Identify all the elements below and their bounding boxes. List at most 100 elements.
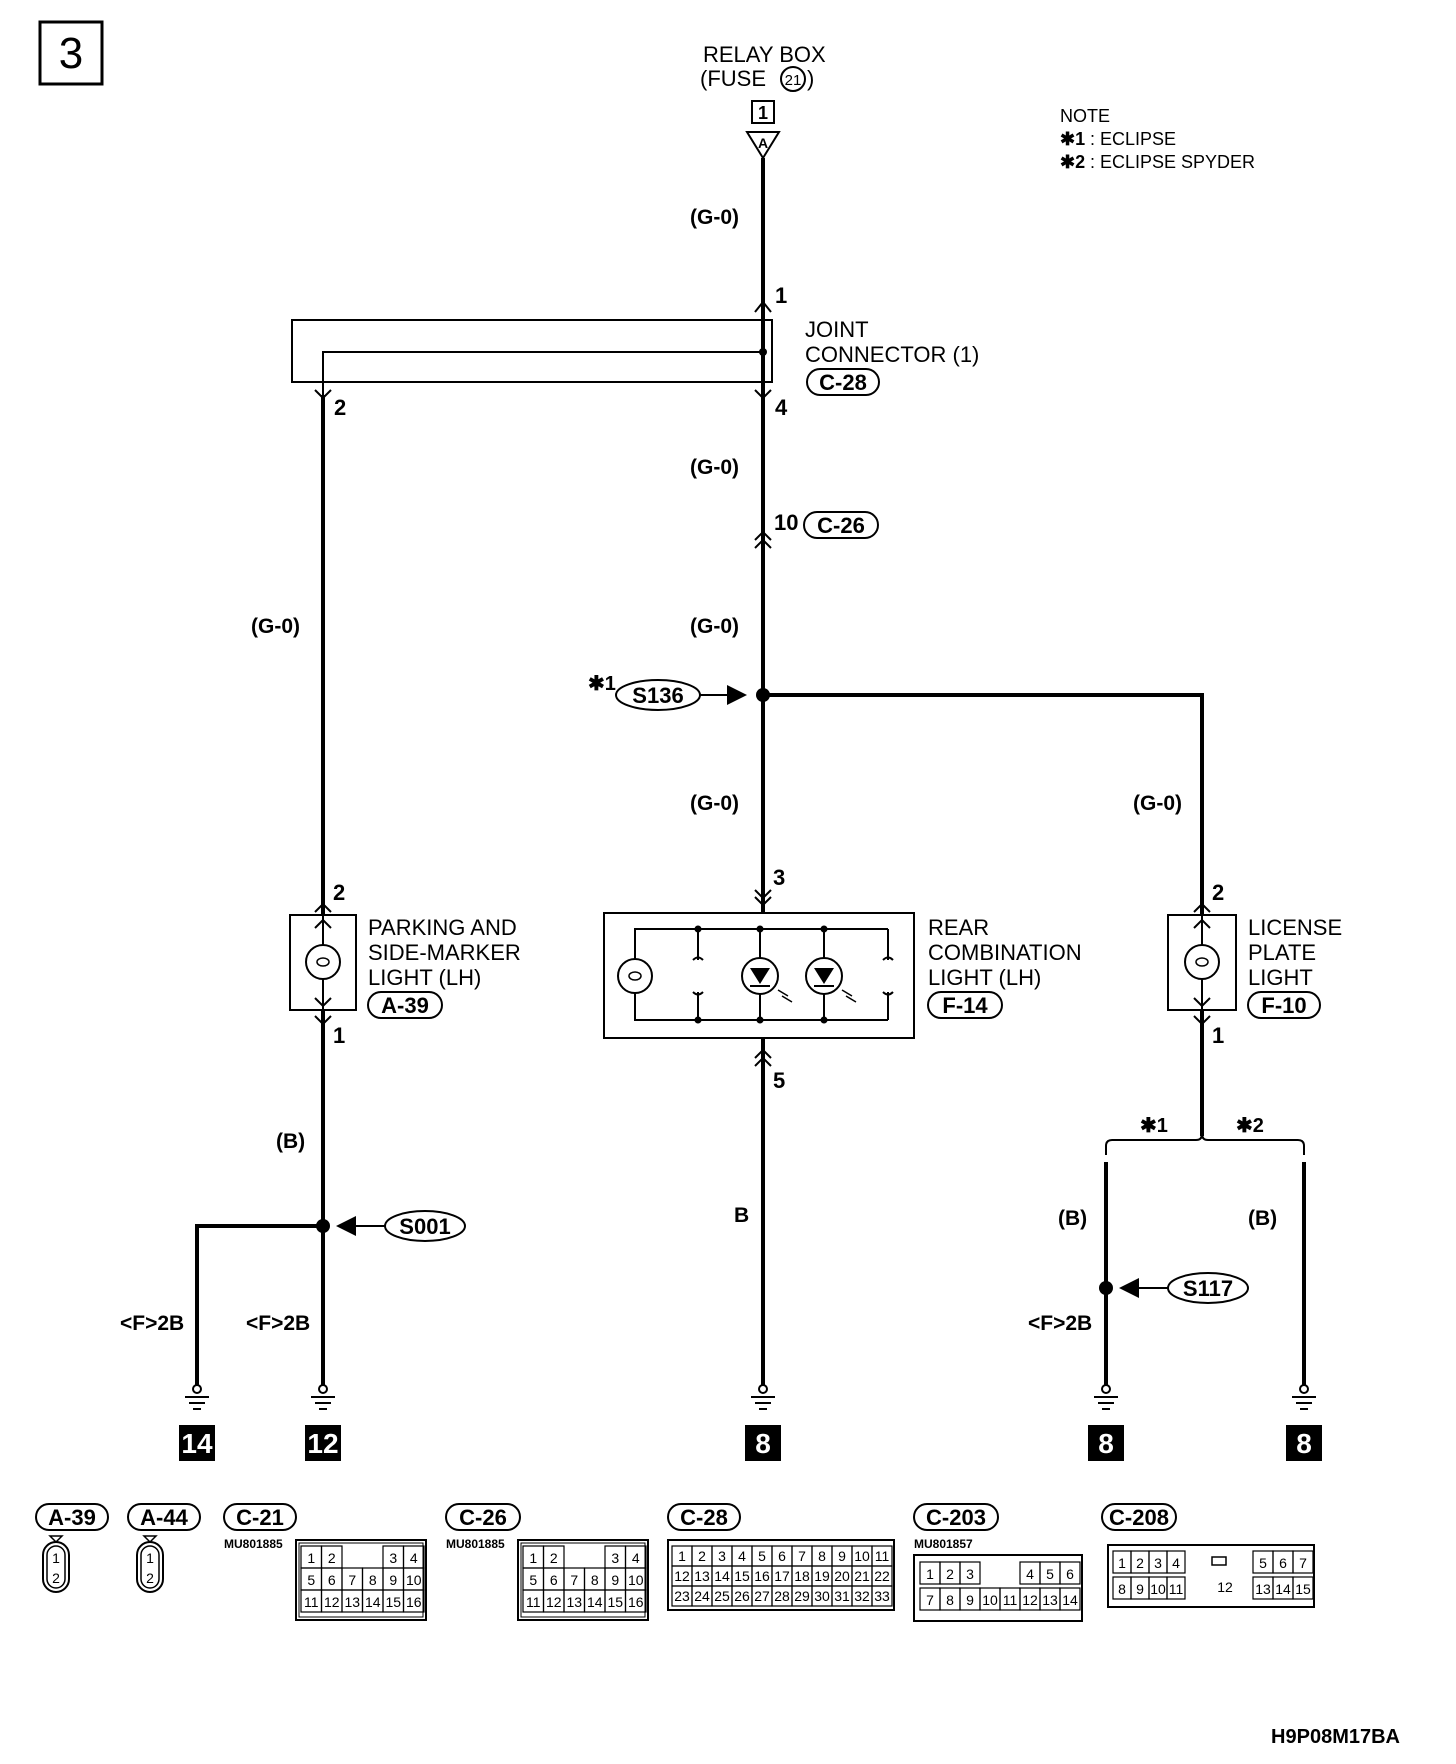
relay-box-title: RELAY BOX — [703, 42, 826, 67]
pin: 2 — [946, 1566, 954, 1582]
relay-box-fuse-close: ) — [807, 66, 814, 91]
pin: 14 — [714, 1568, 730, 1584]
note-mark-2: ✱2 — [1060, 152, 1085, 172]
pin-cell — [1166, 1576, 1186, 1600]
relay-box-label: RELAY BOX (FUSE 21 ) 1 A — [700, 42, 826, 160]
pin-cell — [1292, 1550, 1314, 1574]
pin: 10 — [628, 1572, 644, 1588]
ground-number: 14 — [181, 1428, 213, 1459]
pin: 11 — [526, 1594, 541, 1610]
s136-label: S136 — [632, 683, 683, 708]
wire-color-label: (B) — [1058, 1207, 1087, 1230]
note-item-1: : ECLIPSE — [1090, 129, 1176, 149]
parking-title-3: LIGHT (LH) — [368, 965, 481, 990]
license-title-3: LIGHT — [1248, 965, 1313, 990]
pin: 2 — [328, 1550, 336, 1566]
joint-title-1: JOINT — [805, 317, 869, 342]
pin: 22 — [874, 1568, 890, 1584]
pin-cell — [959, 1561, 981, 1585]
pin: 10 — [982, 1592, 998, 1608]
s136-note: ✱1 — [588, 673, 616, 695]
pin: 13 — [566, 1594, 582, 1610]
pin: 5 — [307, 1572, 315, 1588]
connector-code: C-28 — [680, 1505, 728, 1530]
fuse-number-circle — [780, 66, 806, 92]
pin: 30 — [814, 1588, 830, 1604]
page-number: 3 — [38, 20, 104, 86]
intermediate-connector: 10 C-26 — [754, 510, 879, 549]
pin: 2 — [550, 1550, 558, 1566]
parking-pin-bottom: 1 — [333, 1023, 345, 1048]
pin: 7 — [348, 1572, 356, 1588]
ground-icon — [1292, 1384, 1316, 1410]
pin: 28 — [774, 1588, 790, 1604]
pin: 10 — [854, 1548, 870, 1564]
pin: 12 — [546, 1594, 562, 1610]
pin: 6 — [1279, 1555, 1287, 1571]
part-number: MU801885 — [224, 1537, 283, 1551]
pin-cell — [1059, 1561, 1081, 1585]
pin: 6 — [1066, 1566, 1074, 1582]
license-title-1: LICENSE — [1248, 915, 1342, 940]
pin: 14 — [365, 1594, 381, 1610]
rear-combination-light: 3 5 REAR COMBINATION LIGHT (LH) F-14 — [603, 865, 1082, 1093]
pin: 14 — [1062, 1592, 1078, 1608]
pin: 5 — [1259, 1555, 1267, 1571]
pin: 9 — [966, 1592, 974, 1608]
pin: 9 — [389, 1572, 397, 1588]
rear-pin-bottom: 5 — [773, 1068, 785, 1093]
ground-ref: <F>2B — [120, 1312, 184, 1335]
pin: 4 — [1026, 1566, 1034, 1582]
pin: 13 — [1042, 1592, 1058, 1608]
connector-code: C-203 — [926, 1505, 986, 1530]
wire-color-label: (B) — [276, 1130, 305, 1153]
splice-s136: ✱1 S136 — [588, 673, 1204, 915]
relay-box-fuse-text: (FUSE — [700, 66, 766, 91]
pin: 5 — [758, 1548, 766, 1564]
ground-ref: <F>2B — [1028, 1312, 1092, 1335]
pin: 16 — [628, 1594, 644, 1610]
license-title-2: PLATE — [1248, 940, 1316, 965]
pin: 15 — [734, 1568, 750, 1584]
pin: 5 — [529, 1572, 537, 1588]
pin: 1 — [146, 1550, 154, 1566]
pin: 1 — [529, 1550, 537, 1566]
pin: 29 — [794, 1588, 810, 1604]
pin: 13 — [1255, 1581, 1271, 1597]
pin-cell — [871, 1585, 893, 1607]
pin: 15 — [607, 1594, 623, 1610]
pin: 1 — [678, 1548, 686, 1564]
pin: 9 — [1136, 1581, 1144, 1597]
connector-code: C-21 — [236, 1505, 284, 1530]
s117-label: S117 — [1183, 1276, 1233, 1301]
pin: 12 — [674, 1568, 690, 1584]
pin-cell — [624, 1589, 647, 1613]
parking-pin-top: 2 — [333, 880, 345, 905]
license-pin-top: 2 — [1212, 880, 1224, 905]
pin: 1 — [307, 1550, 315, 1566]
c26-pin: 10 — [774, 510, 798, 535]
relay-box-arrow-letter: A — [758, 135, 768, 151]
connector-code: A-39 — [48, 1505, 96, 1530]
pin: 12 — [1217, 1579, 1233, 1595]
wire-color-label: (B) — [1248, 1207, 1277, 1230]
pin: 24 — [694, 1588, 710, 1604]
pin: 3 — [1154, 1555, 1162, 1571]
pin: 19 — [814, 1568, 830, 1584]
pin: 8 — [591, 1572, 599, 1588]
variant-left: ✱1 — [1140, 1115, 1168, 1137]
ground-number: 12 — [307, 1428, 338, 1459]
pin: 3 — [966, 1566, 974, 1582]
wire-color-label: (G-0) — [690, 792, 739, 815]
ground-icon — [311, 1384, 335, 1410]
pin: 7 — [1299, 1555, 1307, 1571]
parking-title-2: SIDE-MARKER — [368, 940, 521, 965]
note-mark-1: ✱1 — [1060, 129, 1085, 149]
part-number: MU801857 — [914, 1537, 973, 1551]
